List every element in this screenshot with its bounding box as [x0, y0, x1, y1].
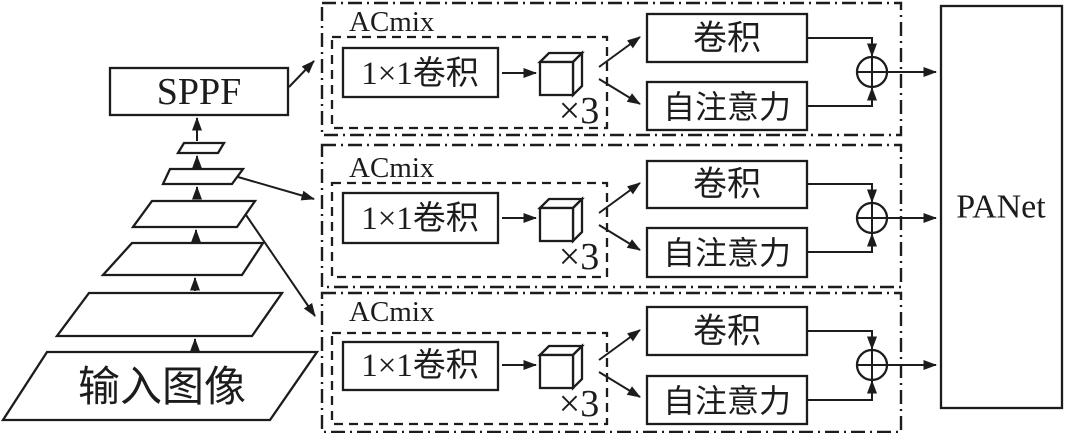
pyramid-level-3 — [130, 199, 258, 229]
arrow-sppf-to-acmix-1 — [288, 60, 315, 88]
acmix-2-conv1x1-label: 1×1卷积 — [361, 200, 479, 237]
acmix-1-repeat-label: ×3 — [559, 90, 599, 132]
pyramid-level-4 — [161, 167, 246, 186]
acmix-2-outer-border — [320, 143, 903, 289]
add-icon — [855, 201, 889, 235]
arrow-level4-to-acmix-2 — [237, 176, 315, 201]
acmix-3-arrow-to-conv — [598, 329, 641, 361]
acmix-3-conv1x1-label: 1×1卷积 — [361, 347, 479, 384]
acmix-block-3: ACmix 1×1卷积 ×3 卷积 自注意力 — [320, 291, 937, 433]
acmix-3-conv1x1-box — [341, 340, 500, 392]
pyramid-level-1 — [54, 291, 285, 338]
acmix-3-conv-label: 卷积 — [693, 313, 761, 351]
acmix-1-conv-to-sum-line — [807, 37, 877, 57]
input-image-shape — [0, 350, 320, 422]
add-icon — [855, 348, 889, 382]
pyramid-level-2 — [100, 241, 266, 277]
acmix-2-attention-box — [645, 226, 809, 279]
acmix-3-inner-border — [330, 331, 609, 426]
tensor-cube-icon — [537, 343, 585, 391]
acmix-2-arrow-to-attention — [598, 224, 641, 251]
sppf-label: SPPF — [157, 71, 242, 113]
acmix-1-conv-label: 卷积 — [693, 20, 761, 58]
acmix-3-title: ACmix — [349, 296, 435, 328]
acmix-2-conv-label: 卷积 — [693, 166, 761, 204]
pyramid-level-5 — [175, 141, 227, 155]
acmix-1-conv1x1-box — [341, 46, 500, 99]
acmix-3-conv-to-sum-line — [807, 330, 877, 350]
acmix-2-title: ACmix — [349, 152, 435, 184]
acmix-2-attention-label: 自注意力 — [663, 235, 791, 271]
acmix-3-outer-border — [320, 291, 903, 433]
acmix-3-arrow-to-attention — [598, 371, 641, 398]
acmix-1-outer-border — [320, 1, 903, 137]
acmix-1-inner-border — [330, 35, 609, 130]
acmix-1-conv1x1-label: 1×1卷积 — [361, 55, 479, 92]
acmix-1-title: ACmix — [349, 6, 435, 38]
acmix-1-arrow-to-conv — [598, 36, 641, 68]
acmix-2-conv1x1-box — [341, 191, 500, 245]
acmix-3-attention-to-sum-line — [807, 380, 877, 401]
acmix-1-conv-box — [645, 12, 809, 64]
acmix-1-attention-to-sum-line — [807, 87, 877, 107]
acmix-block-1: ACmix 1×1卷积 ×3 卷积 自注意力 — [320, 1, 937, 137]
acmix-2-attention-to-sum-line — [807, 233, 877, 253]
acmix-block-2: ACmix 1×1卷积 ×3 卷积 自注意力 — [320, 143, 937, 289]
acmix-3-attention-label: 自注意力 — [663, 383, 791, 419]
acmix-2-repeat-label: ×3 — [559, 236, 599, 278]
backbone-to-blocks-arrows — [237, 60, 316, 317]
arrow-level3-to-acmix-3 — [245, 214, 316, 317]
panet: PANet — [939, 4, 1064, 410]
panet-box — [939, 4, 1064, 410]
input-image-label: 输入图像 — [78, 365, 246, 411]
acmix-3-repeat-label: ×3 — [559, 383, 599, 425]
tensor-cube-icon — [537, 196, 585, 244]
panet-label: PANet — [956, 189, 1046, 226]
acmix-2-conv-to-sum-line — [807, 183, 877, 203]
add-icon — [855, 55, 889, 89]
acmix-1-attention-label: 自注意力 — [663, 89, 791, 125]
sppf-box — [108, 66, 290, 117]
tensor-cube-icon — [537, 50, 585, 98]
acmix-1-arrow-to-attention — [598, 78, 641, 105]
acmix-2-arrow-to-conv — [598, 182, 641, 214]
acmix-1-attention-box — [645, 80, 809, 132]
backbone-pyramid: 输入图像 SPPF — [0, 66, 320, 422]
